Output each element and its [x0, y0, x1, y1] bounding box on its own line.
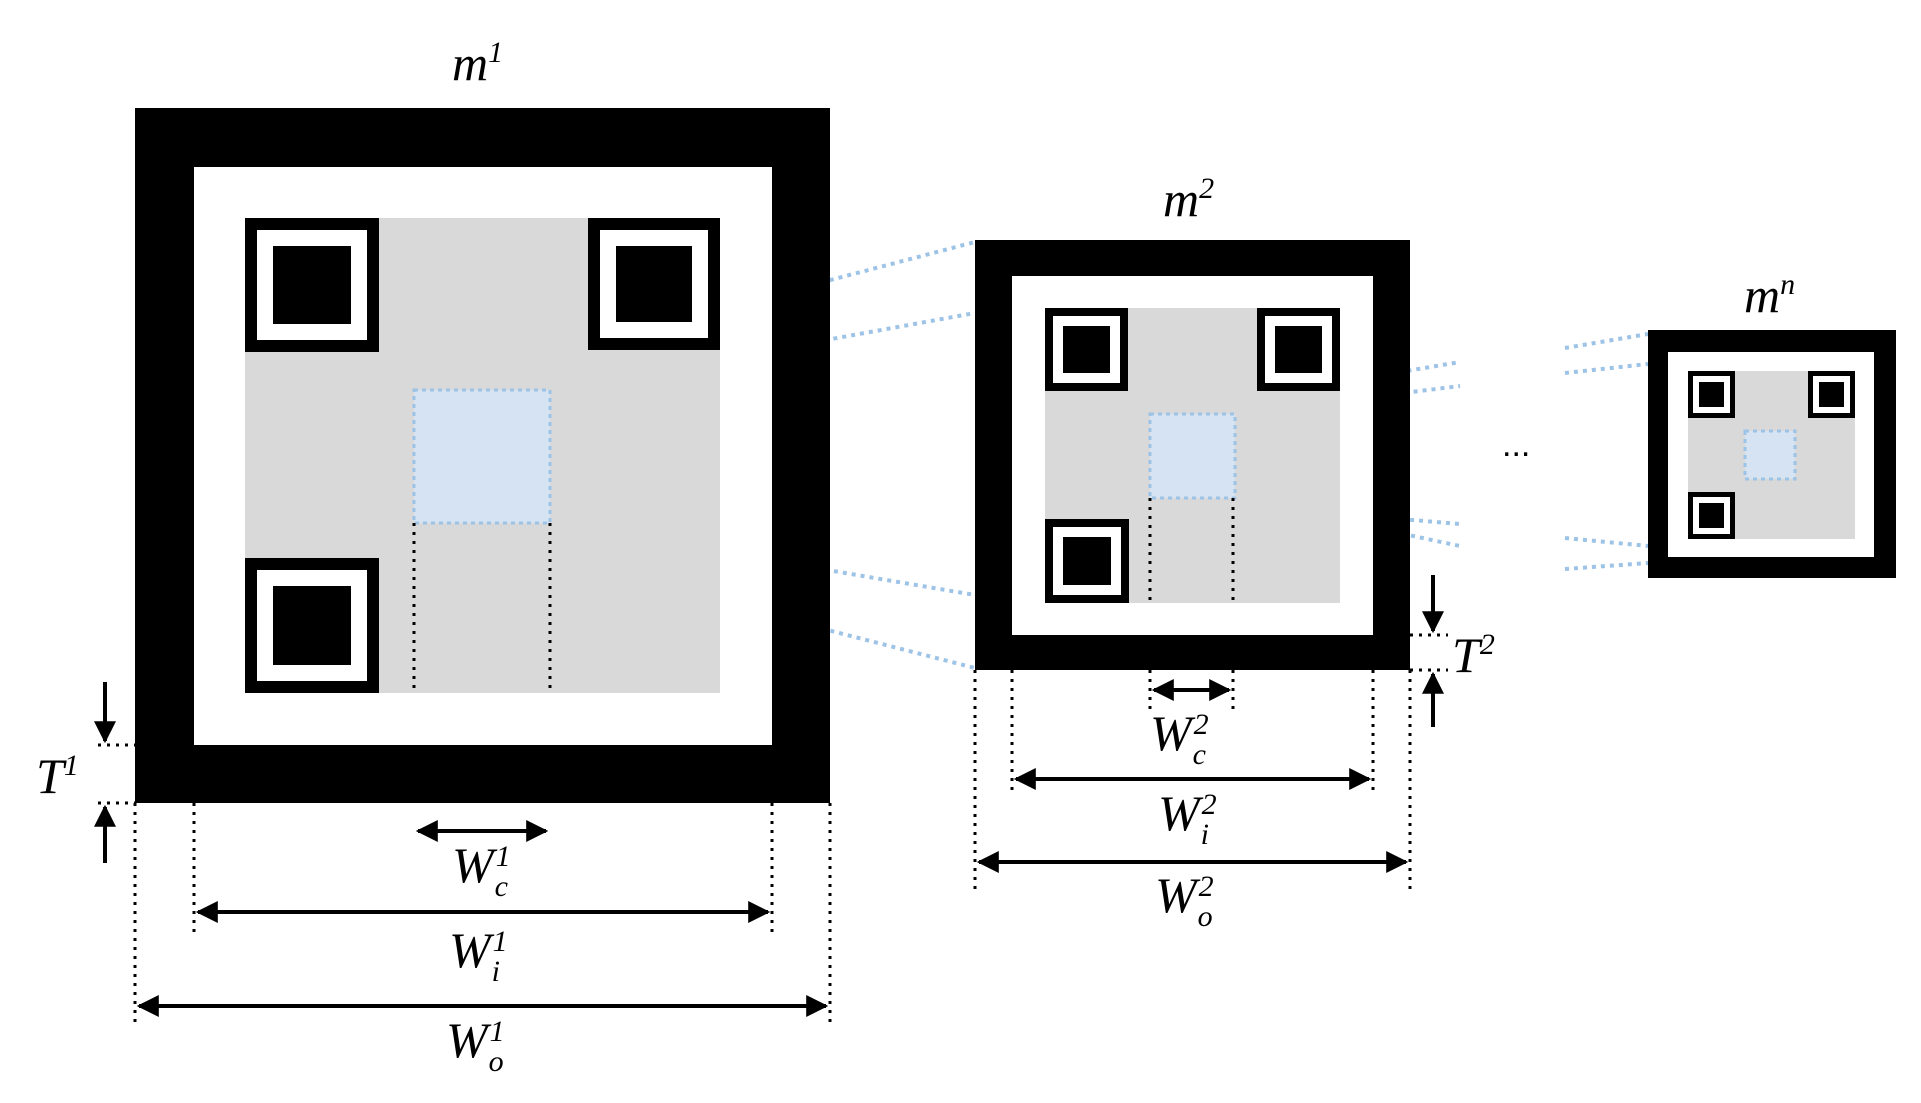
- connector-line: [1564, 332, 1649, 350]
- marker-m2: [975, 240, 1410, 670]
- label-m1: m1: [452, 35, 503, 91]
- ellipsis: ...: [1502, 426, 1530, 464]
- center-nested-region: [1743, 429, 1797, 481]
- connector-line: [1564, 536, 1649, 548]
- extension-lines: [98, 633, 1448, 1025]
- connector-line: [1564, 362, 1649, 375]
- finder-pattern-bottom-left: [1045, 519, 1129, 603]
- center-guides: [412, 523, 552, 688]
- finder-pattern-top-left: [245, 218, 379, 352]
- center-nested-region: [1148, 412, 1237, 500]
- finder-pattern-top-right: [588, 218, 720, 350]
- dimension-arrows: [94, 575, 1444, 1017]
- label-t1: T1: [36, 748, 79, 804]
- label-t2: T2: [1452, 627, 1495, 683]
- label-mn: mn: [1744, 267, 1795, 323]
- finder-pattern-top-left: [1045, 308, 1128, 391]
- marker-mn: [1648, 330, 1896, 578]
- label-m2: m2: [1163, 171, 1214, 227]
- finder-pattern-top-right: [1257, 308, 1340, 391]
- finder-pattern-top-left: [1688, 371, 1735, 418]
- finder-pattern-bottom-left: [245, 558, 379, 693]
- marker-m1: [135, 108, 830, 803]
- finder-pattern-top-right: [1808, 371, 1855, 418]
- finder-pattern-bottom-left: [1688, 492, 1735, 539]
- center-nested-region: [412, 388, 552, 525]
- connector-line: [1564, 561, 1649, 571]
